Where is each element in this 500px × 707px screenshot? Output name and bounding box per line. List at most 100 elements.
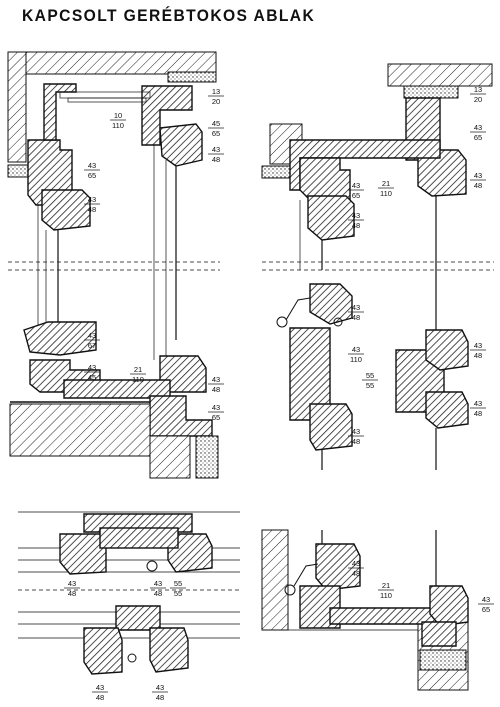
section-detail-right (261, 529, 469, 691)
dimension-bottom: 48 (212, 385, 220, 394)
sash-profile-b (159, 123, 203, 167)
wall-left (7, 51, 27, 163)
dimension-bottom: 65 (474, 133, 482, 142)
plan-sash-right-b (149, 627, 189, 673)
detail-handle-icon (284, 584, 296, 596)
dimension-bottom: 20 (212, 97, 220, 106)
dimension-top: 10 (114, 111, 122, 120)
dimension-top: 13 (212, 87, 220, 96)
detail-frame-b (421, 621, 457, 647)
sash-right-b (307, 195, 355, 241)
dimension-top: 43 (154, 579, 162, 588)
dimension-bottom: 48 (352, 313, 360, 322)
dimension-top: 43 (88, 161, 96, 170)
dimension-top: 55 (366, 371, 374, 380)
frame-head (43, 83, 77, 141)
dimension-bottom: 110 (380, 591, 392, 600)
plan-mullion-bottom (115, 605, 161, 631)
dimension-bottom: 48 (154, 589, 162, 598)
dimension-bottom: 48 (96, 693, 104, 702)
plaster-bottom (195, 435, 219, 479)
dimension-top: 43 (212, 145, 220, 154)
dimension-bottom: 48 (68, 589, 76, 598)
dimension-bottom: 48 (474, 181, 482, 190)
dimension-bottom: 110 (350, 355, 362, 364)
sill-outer (149, 395, 213, 437)
section-plan-left (18, 511, 240, 675)
dimension-bottom: 67 (88, 341, 96, 350)
dimension-top: 55 (174, 579, 182, 588)
espagnolette-handle-icon (276, 316, 288, 328)
dimension-top: 13 (474, 85, 482, 94)
plan-rail-a (99, 527, 179, 549)
dimension-top: 43 (474, 123, 482, 132)
plaster-right (261, 165, 293, 179)
plan-sash-left-b (83, 627, 123, 675)
dimension-bottom: 48 (212, 155, 220, 164)
dimension-top: 43 (212, 403, 220, 412)
dimension-bottom: 48 (88, 205, 96, 214)
meeting-sash-a (309, 283, 353, 325)
dimension-top: 43 (212, 375, 220, 384)
rail-top (59, 91, 151, 99)
plaster-strip (167, 71, 217, 83)
wall-top-right (387, 63, 493, 87)
dimension-top: 43 (96, 683, 104, 692)
dimension-top: 43 (88, 363, 96, 372)
meeting-sash-b (309, 403, 353, 451)
dimension-bottom: 48 (352, 437, 360, 446)
frame-right-b (299, 157, 351, 201)
frame-profile-a (27, 139, 73, 206)
plaster-top-right (403, 85, 459, 99)
detail-sash-a (315, 543, 361, 591)
lintel (25, 51, 217, 75)
dimension-top: 21 (382, 581, 390, 590)
dimension-top: 21 (382, 179, 390, 188)
drawing-title: KAPCSOLT GERÉBTOKOS ABLAK (22, 6, 316, 25)
dimension-bottom: 55 (174, 589, 182, 598)
section-vertical-left (7, 51, 220, 479)
dimension-bottom: 65 (212, 413, 220, 422)
dimension-bottom: 65 (482, 605, 490, 614)
detail-sash-b (429, 585, 469, 627)
dimension-bottom: 48 (474, 351, 482, 360)
frame-profile-b (141, 85, 193, 146)
dimension-bottom: 110 (112, 121, 124, 130)
dimension-top: 43 (352, 345, 360, 354)
dimension-bottom: 48 (156, 693, 164, 702)
dimension-top: 43 (352, 181, 360, 190)
detail-plaster (419, 649, 467, 671)
plan-sash-right-a (167, 533, 213, 573)
meeting-sash-d (425, 391, 469, 429)
meeting-sash-c (425, 329, 469, 371)
rail-top-inner (67, 97, 147, 103)
dimension-bottom: 20 (474, 95, 482, 104)
dimension-bottom: 110 (380, 189, 392, 198)
dimension-top: 43 (352, 427, 360, 436)
dimension-bottom: 110 (132, 375, 144, 384)
